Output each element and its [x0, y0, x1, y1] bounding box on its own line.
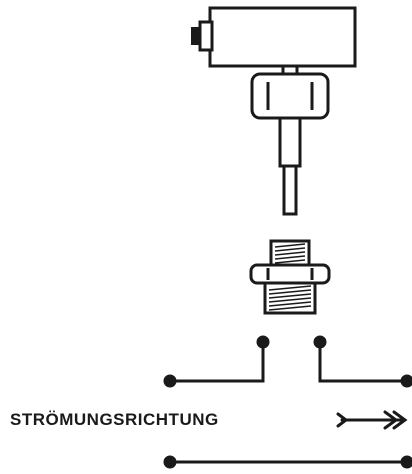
sensor-housing	[208, 6, 357, 68]
cable-connector	[191, 20, 214, 52]
probe-shaft	[278, 116, 302, 216]
adapter-thread-bottom	[263, 281, 317, 315]
adapter-thread-top	[269, 239, 311, 267]
clamping-nut	[250, 72, 330, 120]
flow-direction-label: STRÖMUNGSRICHTUNG	[10, 410, 219, 429]
pipe-wall-bottom	[163, 455, 412, 469]
flow-arrow-icon	[336, 410, 408, 430]
pipe-wall-top-left	[163, 335, 270, 388]
pipe-wall-top-right	[313, 335, 412, 388]
adapter-hex-collar	[249, 263, 331, 285]
